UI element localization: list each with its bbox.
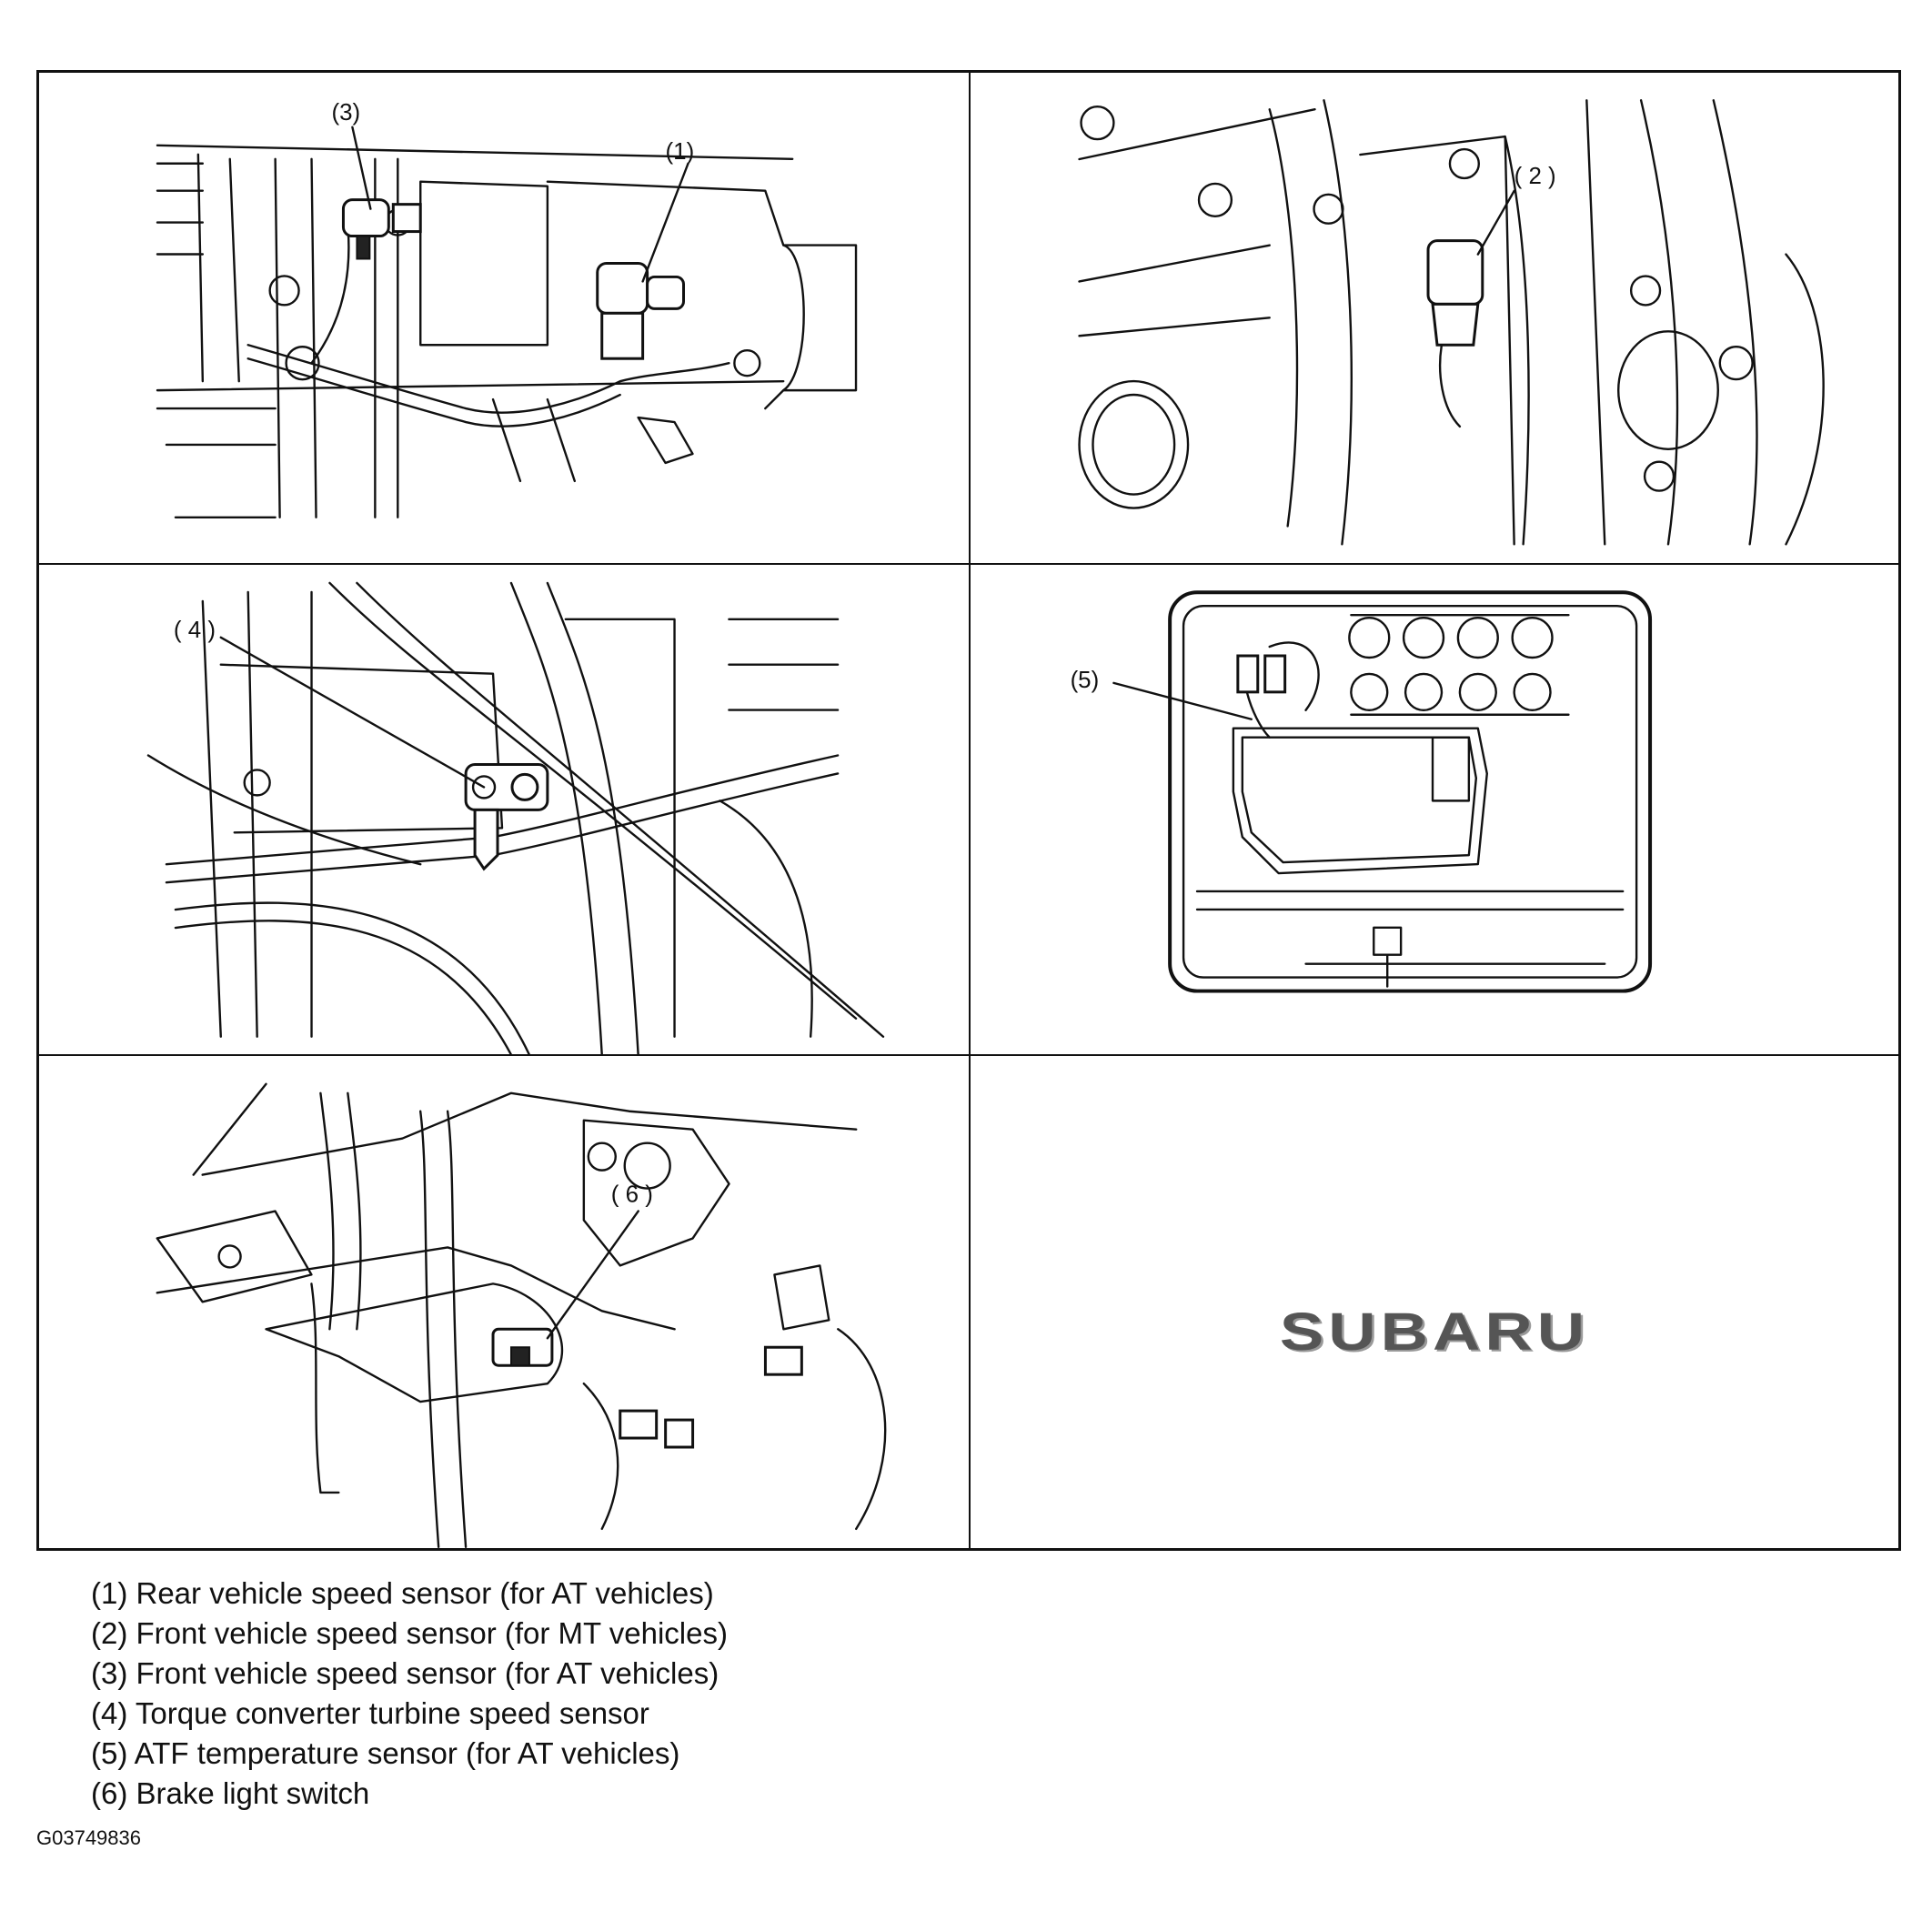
front-speed-sensor-mt-shape: [1426, 239, 1484, 306]
callout-2: ( 2 ): [1514, 164, 1556, 189]
pedal-bracket-drawing: ( 6 ): [156, 1082, 887, 1548]
valve-body-drawing: (5): [1071, 589, 1653, 993]
front-speed-sensor-at-shape: [341, 198, 390, 238]
callout-5: (5): [1071, 668, 1100, 693]
panel-brake-light-switch: ( 6 ): [39, 1056, 969, 1548]
panel-logo: SUBARU: [969, 1056, 1898, 1548]
legend-item: (3) Front vehicle speed sensor (for AT v…: [91, 1656, 719, 1690]
legend-item: (5) ATF temperature sensor (for AT vehic…: [91, 1736, 680, 1770]
transmission-side-drawing: ( 4 ): [146, 581, 885, 1055]
transmission-rear-drawing: (3) (1): [156, 100, 858, 518]
legend-item: (4) Torque converter turbine speed senso…: [91, 1696, 649, 1730]
callout-6: ( 6 ): [611, 1182, 653, 1208]
manual-transmission-drawing: ( 2 ): [1078, 99, 1825, 546]
illustration-grid: (3) (1) ( 2 ): [36, 70, 1901, 1551]
panel-mt-speed-sensor: ( 2 ): [969, 73, 1898, 565]
figure-code: G03749836: [36, 1826, 141, 1849]
atf-temperature-sensor-shape: [1236, 654, 1260, 693]
callout-4: ( 4 ): [174, 617, 216, 642]
callout-3: (3): [331, 100, 360, 126]
legend-item: (6) Brake light switch: [91, 1776, 370, 1810]
subaru-logo: SUBARU: [1279, 1302, 1590, 1363]
panel-atf-temperature-sensor: (5): [969, 564, 1898, 1057]
panel-turbine-speed-sensor: ( 4 ): [39, 565, 969, 1057]
panel-at-speed-sensors: (3) (1): [39, 73, 969, 565]
legend-item: (1) Rear vehicle speed sensor (for AT ve…: [91, 1576, 714, 1610]
callout-1: (1): [666, 139, 695, 165]
legend-item: (2) Front vehicle speed sensor (for MT v…: [91, 1616, 728, 1650]
legend-list: (1) Rear vehicle speed sensor (for AT ve…: [91, 1574, 728, 1814]
rear-speed-sensor-shape: [596, 261, 649, 315]
